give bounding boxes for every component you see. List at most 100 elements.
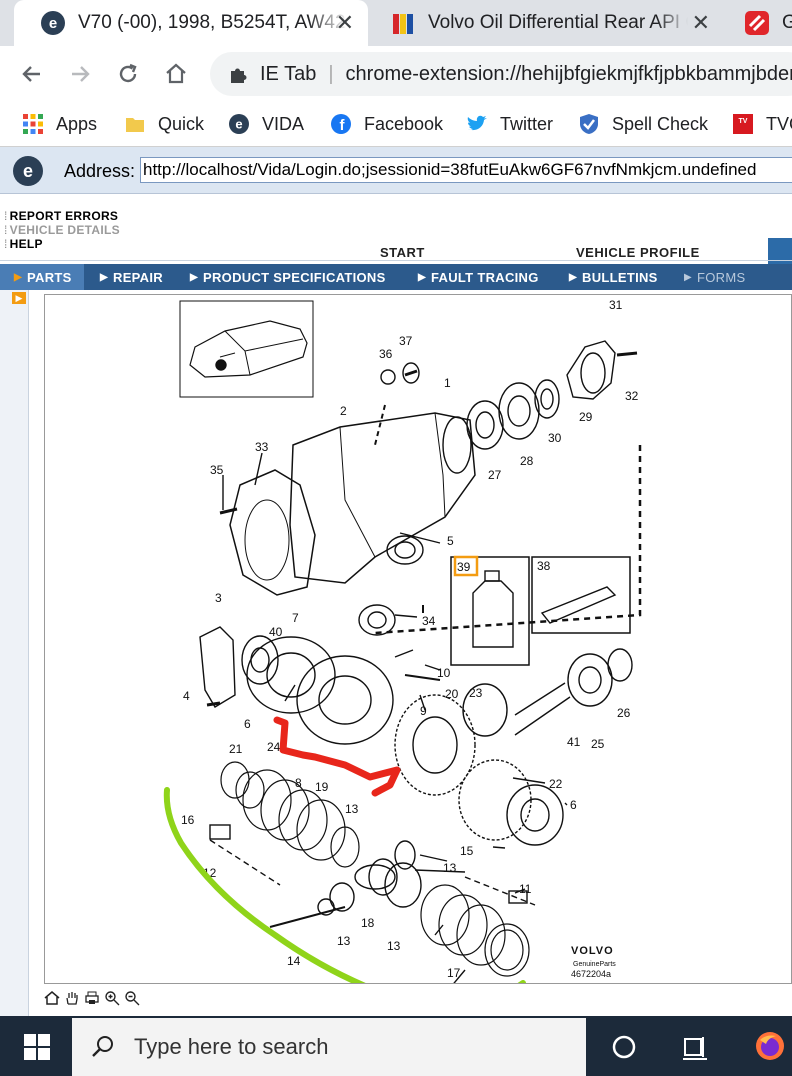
sealant-tube-box [531,556,631,634]
home-button[interactable] [160,58,192,90]
bookmark-twitter[interactable]: Twitter [466,110,553,138]
tab-start[interactable]: START [380,245,425,260]
menu-repair[interactable]: ▶REPAIR [100,269,163,285]
windows-start-icon[interactable] [24,1034,50,1060]
oil-product-icon [393,14,413,34]
menu-label: PRODUCT SPECIFICATIONS [203,269,386,285]
close-tab-icon[interactable]: ✕ [691,10,710,35]
ietab-address-bar: e Address: http://localhost/Vida/Login.d… [0,147,792,194]
taskbar-search-box[interactable]: Type here to search [72,1018,586,1076]
bookmark-label: VIDA [262,113,305,134]
reload-button[interactable] [112,58,144,90]
tab-title: V70 (-00), 1998, B5254T, AW42 AWD [78,12,348,33]
zoom-out-icon[interactable] [124,990,140,1006]
search-placeholder: Type here to search [134,1034,329,1059]
apps-grid-icon [23,114,43,134]
bookmarks-bar: Apps Quick e VIDA f Facebook Twitter Spe… [0,102,792,147]
callout-8: 8 [295,776,302,790]
callout-40: 40 [269,625,283,639]
browser-tab-third[interactable]: G [728,0,792,46]
bookmark-facebook[interactable]: f Facebook [330,110,443,138]
callout-13b: 13 [443,861,457,875]
bookmark-spell-check[interactable]: Spell Check [578,110,708,138]
diagram-toolbar [44,990,140,1006]
report-errors-link[interactable]: ⁞REPORT ERRORS [4,209,119,223]
callout-4: 4 [183,689,190,703]
ie-icon: e [229,114,249,134]
menu-label: FORMS [697,269,746,285]
puzzle-extension-icon [231,68,247,83]
rear-differential-diagram: 1 2 3 4 5 6 6 7 8 9 10 11 12 13 13 13 13… [163,298,642,983]
bookmark-apps[interactable]: Apps [22,110,97,138]
menu-parts[interactable]: ▶PARTS [0,264,84,290]
callout-24: 24 [267,740,281,754]
menu-label: PARTS [27,269,72,285]
bookmark-vida[interactable]: e VIDA [228,110,304,138]
close-tab-icon[interactable]: ✕ [335,10,354,35]
forward-button[interactable] [64,58,96,90]
header-tab-edge [768,238,792,264]
bookmark-tvg[interactable]: TV TVG [732,110,792,138]
bookmark-label: Spell Check [612,113,709,134]
bookmark-label: Facebook [364,113,444,134]
callout-14: 14 [287,954,301,968]
callout-31: 31 [609,298,623,312]
menu-product-specifications[interactable]: ▶PRODUCT SPECIFICATIONS [190,269,386,285]
menu-label: REPAIR [113,269,163,285]
callout-25: 25 [591,737,605,751]
ietab-label: IE Tab [260,62,317,85]
svg-text:e: e [49,15,57,32]
callout-1: 1 [444,376,451,390]
drawing-number: 4672204a [571,969,611,979]
browser-toolbar: IE Tab | chrome-extension://hehijbfgiekm… [0,46,792,102]
svg-text:e: e [23,161,33,181]
link-label: HELP [9,237,43,251]
twitter-icon [467,115,487,131]
help-link[interactable]: ⁞HELP [4,237,43,251]
callout-29: 29 [579,410,593,424]
callout-41: 41 [567,735,581,749]
callout-13c: 13 [337,934,351,948]
expand-panel-button[interactable]: ▶ [12,292,26,304]
tv-guide-icon: TV [733,114,753,134]
address-url-text: chrome-extension://hehijbfgiekmjfkfjpbkb… [345,62,792,85]
pan-hand-icon[interactable] [64,990,80,1006]
bookmark-label: Quick [158,113,205,134]
menu-forms[interactable]: ▶FORMS [684,269,746,285]
back-button[interactable] [16,58,48,90]
task-view-icon[interactable] [681,1033,709,1061]
cortana-icon[interactable] [611,1034,637,1060]
home-icon[interactable] [44,990,60,1006]
callout-17: 17 [447,966,461,980]
tab-vehicle-profile[interactable]: VEHICLE PROFILE [576,245,700,260]
firefox-icon[interactable] [754,1030,786,1062]
oil-bottle-box [450,556,530,666]
callout-9: 9 [420,704,427,718]
callout-5: 5 [447,534,454,548]
callout-28: 28 [520,454,534,468]
menu-fault-tracing[interactable]: ▶FAULT TRACING [418,269,539,285]
address-input[interactable]: http://localhost/Vida/Login.do;jsessioni… [140,157,792,183]
browser-tab-vida[interactable]: e V70 (-00), 1998, B5254T, AW42 AWD ✕ [14,0,368,46]
callout-18: 18 [361,916,375,930]
callout-19: 19 [315,780,329,794]
omnibox[interactable]: IE Tab | chrome-extension://hehijbfgiekm… [210,52,792,96]
tab-title: Volvo Oil Differential Rear API GL-5 [428,12,688,33]
menu-bulletins[interactable]: ▶BULLETINS [569,269,658,285]
left-gutter [0,290,29,1016]
browser-tab-oil[interactable]: Volvo Oil Differential Rear API GL-5 ✕ [372,0,724,46]
back-arrow-icon [22,66,40,82]
callout-labels: 1 2 3 4 5 6 6 7 8 9 10 11 12 13 13 13 13… [181,298,639,980]
bookmark-quick[interactable]: Quick [124,110,204,138]
svg-text:f: f [340,117,346,134]
callout-11: 11 [519,882,532,896]
tab-title: G [782,12,792,33]
print-icon[interactable] [84,990,100,1006]
search-icon [92,1036,113,1057]
callout-27: 27 [488,468,502,482]
callout-33: 33 [255,440,269,454]
callout-22: 22 [549,777,563,791]
callout-2: 2 [340,404,347,418]
zoom-in-icon[interactable] [104,990,120,1006]
exploded-diagram-frame: 1 2 3 4 5 6 6 7 8 9 10 11 12 13 13 13 13… [44,294,792,984]
